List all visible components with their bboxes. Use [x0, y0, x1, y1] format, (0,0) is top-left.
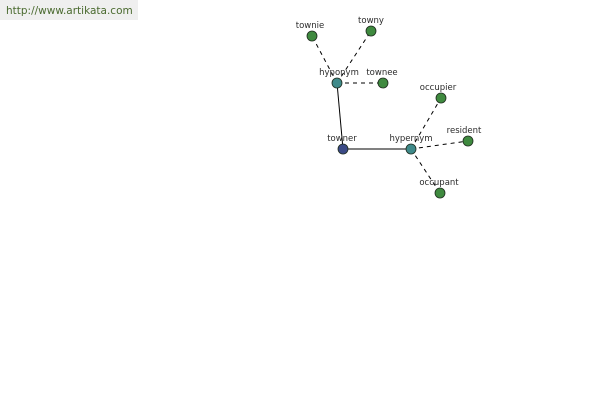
node-circle-occupier[interactable]: [435, 92, 447, 104]
node-circle-hyponym[interactable]: [331, 77, 343, 89]
node-occupant[interactable]: occupant: [419, 178, 459, 199]
edge-hypernym-occupant: [410, 148, 441, 194]
node-circle-townie[interactable]: [306, 30, 318, 42]
node-label-resident: resident: [447, 126, 482, 136]
edge-hypernym-resident: [410, 140, 469, 150]
edges-layer: [311, 30, 469, 194]
node-hypernym[interactable]: hypernym: [389, 134, 433, 155]
node-hyponym[interactable]: hyponym: [319, 68, 359, 89]
node-occupier[interactable]: occupier: [420, 83, 457, 104]
site-url-link[interactable]: http://www.artikata.com: [0, 0, 138, 20]
node-towny[interactable]: towny: [358, 16, 384, 37]
edge-hyponym-townie: [311, 35, 338, 84]
node-label-occupier: occupier: [420, 83, 457, 93]
node-label-occupant: occupant: [419, 178, 459, 188]
node-label-townie: townie: [296, 21, 324, 31]
nodes-layer: towner hyponym hypernym townie towny townee oc…: [296, 16, 482, 199]
node-townee[interactable]: townee: [366, 68, 398, 89]
node-label-townee: townee: [366, 68, 397, 78]
edge-towner-hyponym: [336, 82, 344, 150]
node-circle-resident[interactable]: [462, 135, 474, 147]
node-circle-occupant[interactable]: [434, 187, 446, 199]
node-label-towny: towny: [358, 16, 384, 26]
node-circle-townee[interactable]: [377, 77, 389, 89]
node-label-towner: towner: [327, 134, 357, 144]
node-towner[interactable]: towner: [327, 134, 357, 155]
node-label-hyponym: hyponym: [319, 68, 359, 78]
edge-hyponym-towny: [336, 30, 372, 84]
node-circle-towner[interactable]: [337, 143, 349, 155]
node-townie[interactable]: townie: [296, 21, 324, 42]
edge-hypernym-occupier: [410, 97, 442, 150]
node-circle-hypernym[interactable]: [405, 143, 417, 155]
node-circle-towny[interactable]: [365, 25, 377, 37]
node-resident[interactable]: resident: [447, 126, 482, 147]
node-label-hypernym: hypernym: [389, 134, 432, 144]
